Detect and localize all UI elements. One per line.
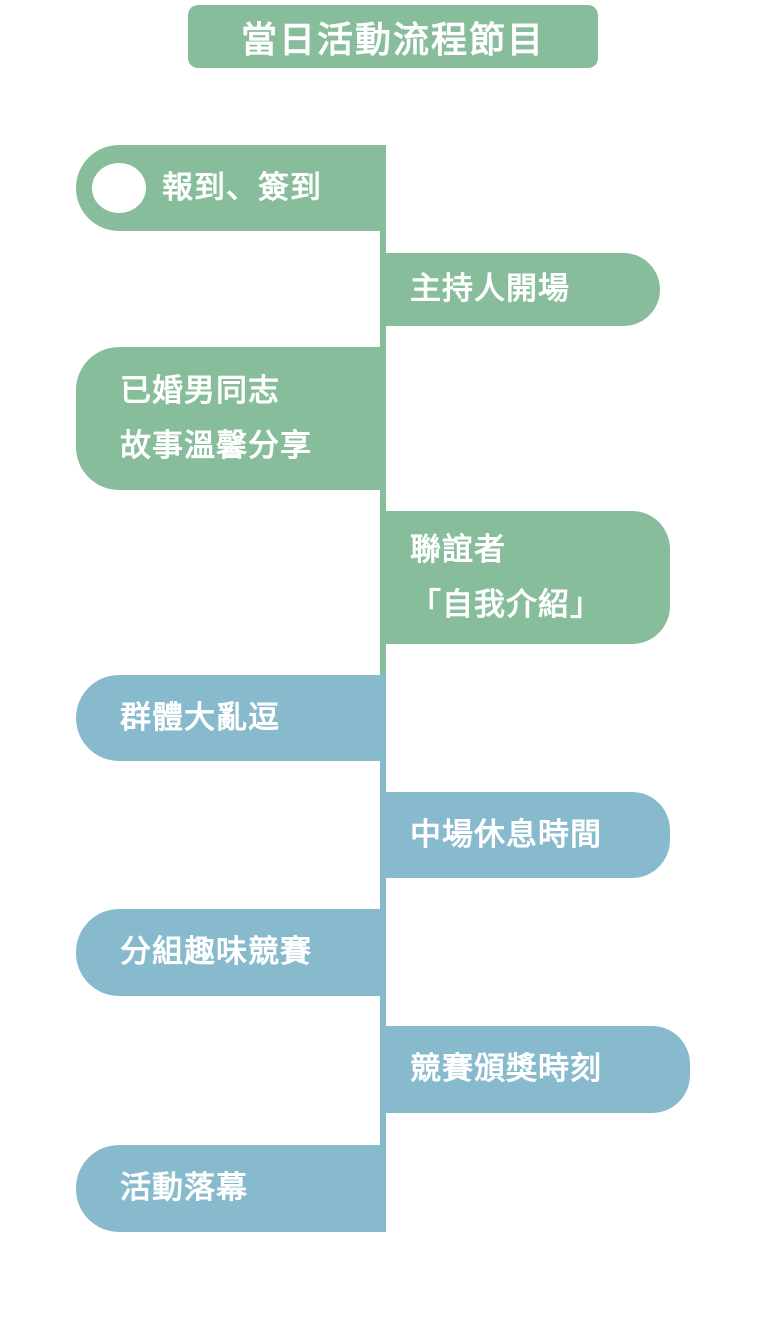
timeline-item: 已婚男同志 故事溫馨分享	[76, 347, 386, 490]
timeline-item: 分組趣味競賽	[76, 909, 386, 996]
timeline-item: 報到、簽到	[76, 145, 386, 231]
timeline-item: 中場休息時間	[380, 792, 670, 878]
item-label: 中場休息時間	[410, 816, 602, 853]
item-label-line1: 聯誼者	[410, 531, 506, 568]
timeline-item: 聯誼者 「自我介紹」	[380, 511, 670, 644]
page-title: 當日活動流程節目	[188, 5, 598, 68]
timeline-item: 群體大亂逗	[76, 675, 386, 761]
item-label-line1: 已婚男同志	[120, 372, 280, 409]
item-label: 主持人開場	[410, 271, 570, 307]
item-label-line2: 「自我介紹」	[410, 586, 602, 623]
timeline-item: 活動落幕	[76, 1145, 386, 1232]
item-label: 活動落幕	[120, 1170, 248, 1206]
item-label: 分組趣味競賽	[120, 934, 312, 970]
item-label: 群體大亂逗	[120, 699, 280, 736]
circle-marker-icon	[92, 163, 146, 213]
item-label: 報到、簽到	[162, 169, 322, 206]
timeline-item: 競賽頒獎時刻	[380, 1026, 690, 1113]
item-label-line2: 故事溫馨分享	[120, 427, 312, 464]
item-label: 競賽頒獎時刻	[410, 1051, 602, 1087]
timeline-item: 主持人開場	[380, 253, 660, 326]
